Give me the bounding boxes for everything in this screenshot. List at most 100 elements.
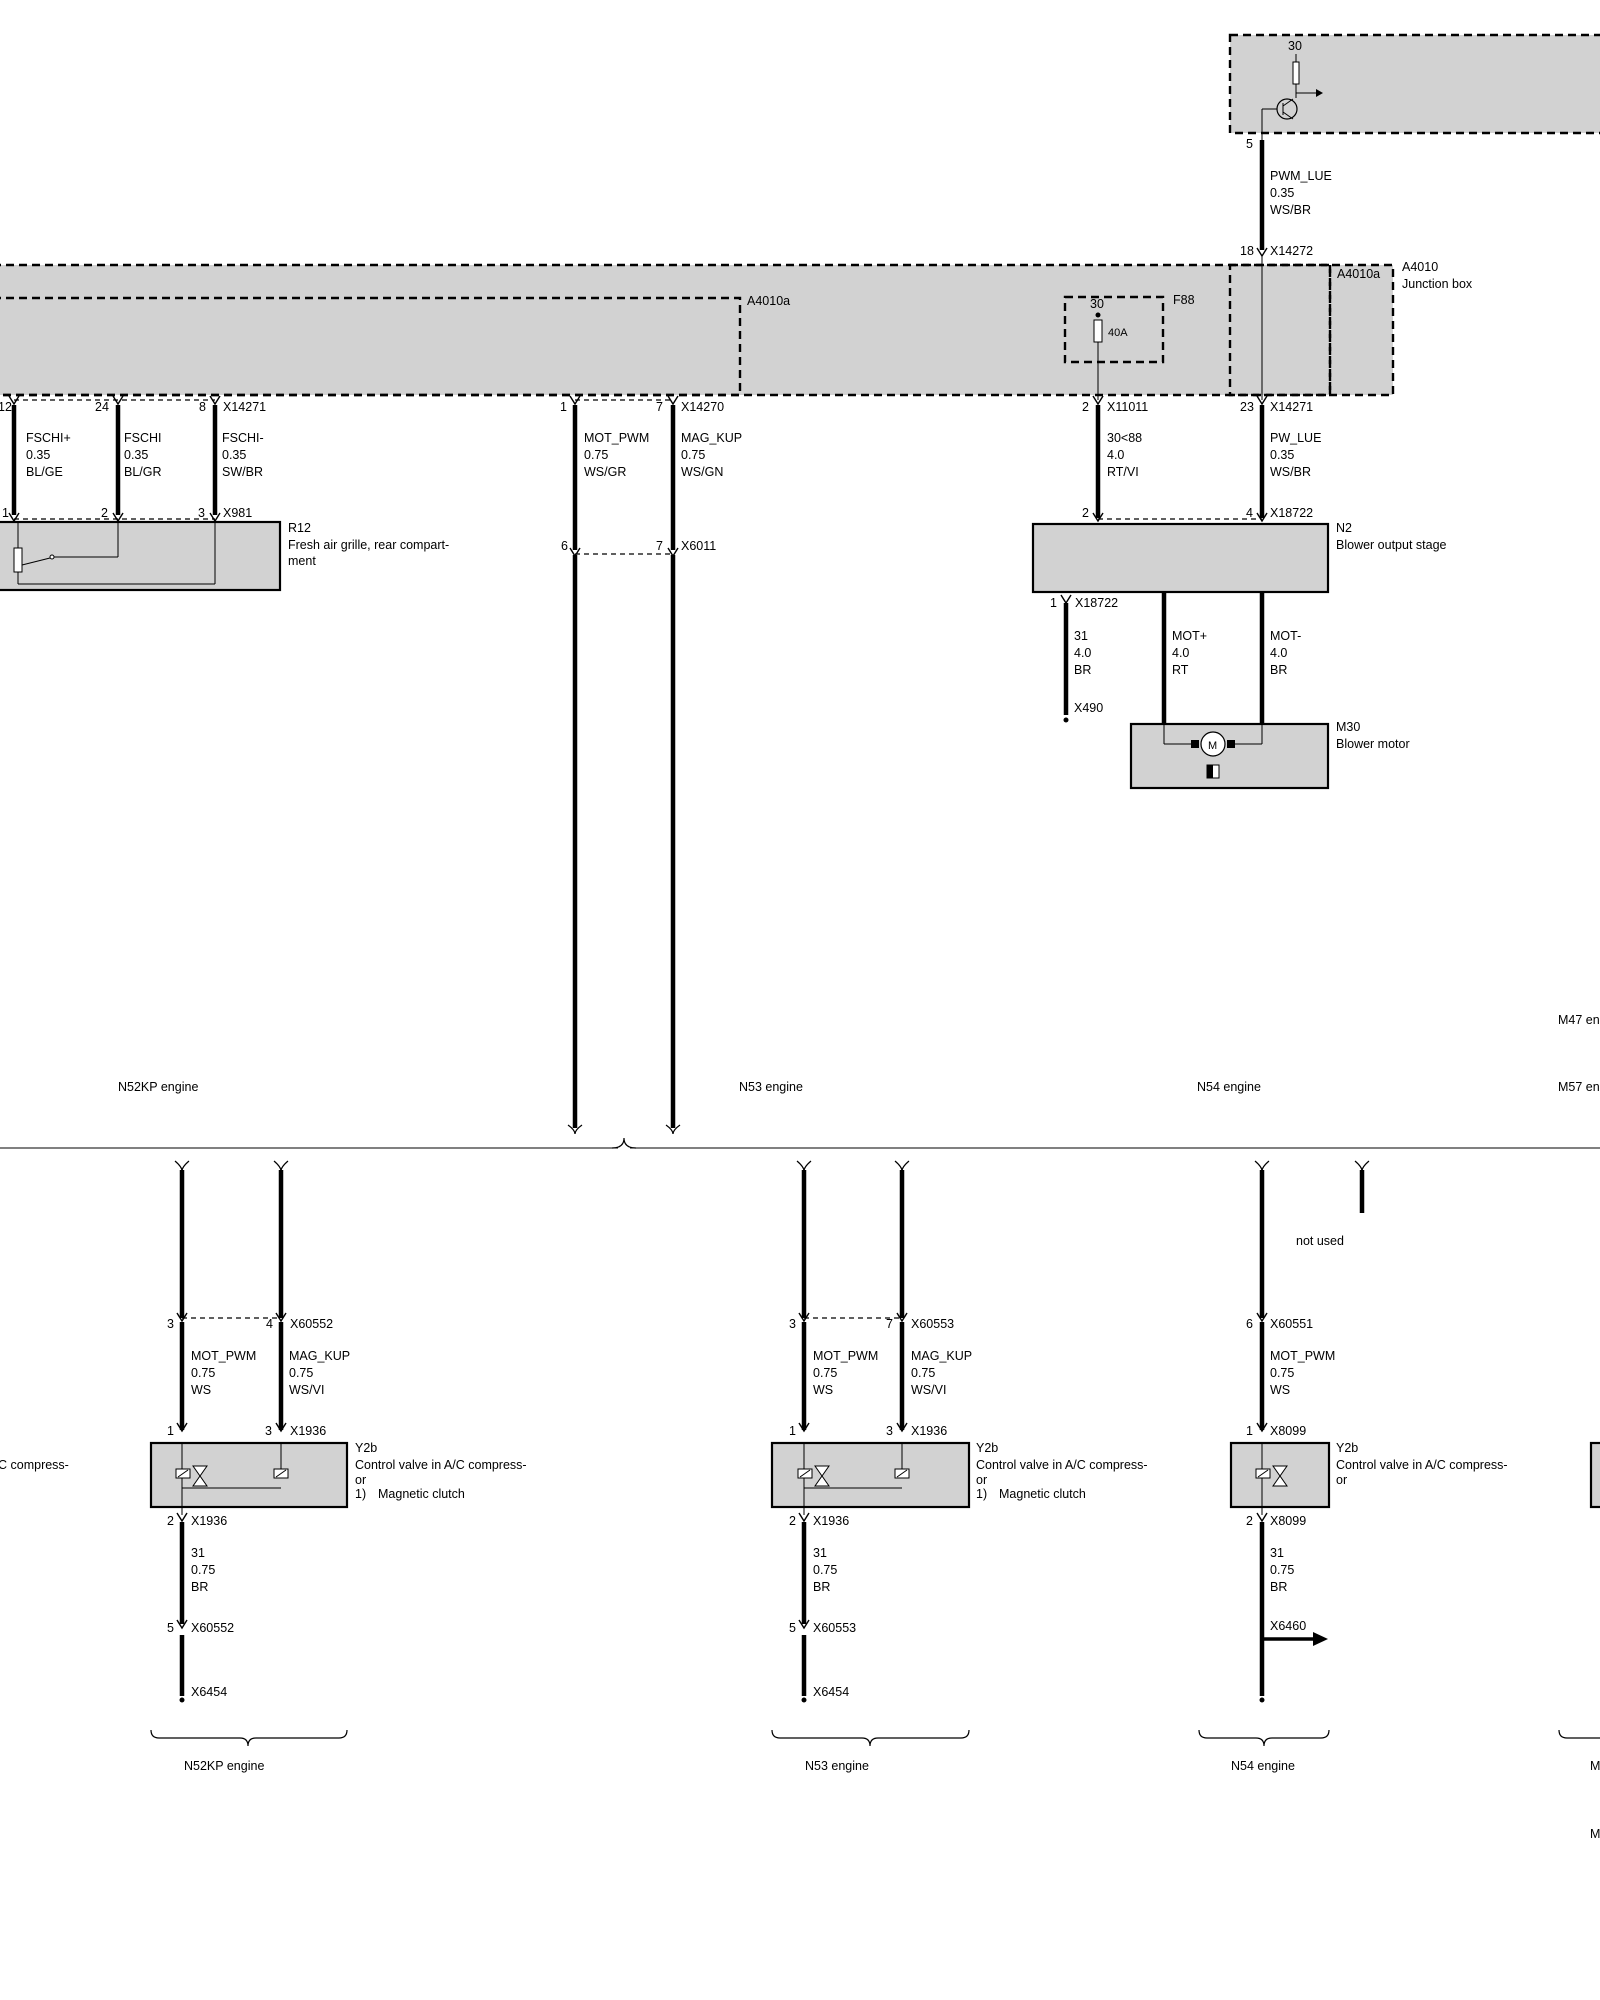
wire-pwm-lue-size: 0.35 [1270,186,1294,200]
junction-box-a4010: A4010a A4010a A4010 Junction box F88 30 … [0,256,1473,400]
connector-x11011: X11011 [1107,400,1148,414]
n52kp-ground-color: BR [191,1580,208,1594]
n53-ground-color: BR [813,1580,830,1594]
y2b-name-n54-line1: Control valve in A/C compress- [1336,1458,1508,1472]
wire-mot-plus-signal: MOT+ [1172,629,1207,643]
n54-mot-pwm-color: WS [1270,1383,1290,1397]
x60552-pin-3: 3 [167,1317,174,1331]
potentiometer-icon [13,547,23,573]
x11011-pin-2: 2 [1082,400,1089,414]
x1936-pin-3-n53: 3 [886,1424,893,1438]
x18722-pin-2: 2 [1082,506,1089,520]
n52kp-ground-size: 0.75 [191,1563,215,1577]
wire-fschi-minus-signal: FSCHI- [222,431,264,445]
connector-x60551: X60551 [1270,1317,1313,1331]
n54-ground-size: 0.75 [1270,1563,1294,1577]
wire-31-size: 4.0 [1074,646,1091,660]
n52kp-mag-kup-size: 0.75 [289,1366,313,1380]
y2b-id-n52kp: Y2b [355,1441,377,1455]
connector-x981: X981 [223,506,252,520]
junction-box-name: Junction box [1402,277,1473,291]
x60551-pin-6: 6 [1246,1317,1253,1331]
n53-mot-pwm-color: WS [813,1383,833,1397]
engine-variants-top: N52KP engine N53 engine N54 engine M47 e… [0,1013,1600,1149]
y2b-note-num-n52kp: 1) [355,1487,366,1501]
y2b-name-n52kp-line1: Control valve in A/C compress- [355,1458,527,1472]
r12-fresh-air-grille: R12 Fresh air grille, rear compart- ment [0,520,449,592]
n53-ground-signal: 31 [813,1546,827,1560]
connector-x8099-ground: X8099 [1270,1514,1306,1528]
ground-point-x490: X490 [1074,701,1103,715]
blower-feed: 2 X11011 30<88 4.0 RT/VI 2 [1082,395,1148,523]
wire-mot-minus-signal: MOT- [1270,629,1301,643]
n52kp-mag-kup-signal: MAG_KUP [289,1349,350,1363]
top-module-pin-5: 5 [1246,137,1253,151]
connector-x14271-left: X14271 [223,400,266,414]
wire-fschi-signal: FSCHI [124,431,162,445]
n52kp-mot-pwm-size: 0.75 [191,1366,215,1380]
connector-x18722-bottom: X18722 [1075,596,1118,610]
n2-name: Blower output stage [1336,538,1447,552]
variant-m47-top: M47 en [1558,1013,1600,1027]
x8099-pin-1: 1 [1246,1424,1253,1438]
junction-box-sub-right: A4010a [1337,267,1380,281]
fuse-icon [1093,319,1103,343]
x1936-pin-1-n53: 1 [789,1424,796,1438]
pin-8: 8 [199,400,206,414]
lower-n54: not used 6 X60551 MOT_PWM 0.75 WS 1 X809… [1198,1160,1508,1773]
junction-box-sub-left: A4010a [747,294,790,308]
n2-outputs: 1 X18722 31 4.0 BR X490 MOT+ 4.0 RT MOT-… [1050,592,1301,725]
wire-30-88-size: 4.0 [1107,448,1124,462]
n52kp-ground-signal: 31 [191,1546,205,1560]
connector-x1936-n53: X1936 [911,1424,947,1438]
wire-pwm-lue-signal: PWM_LUE [1270,169,1332,183]
n52kp-mag-kup-color: WS/VI [289,1383,324,1397]
n54-mot-pwm-size: 0.75 [1270,1366,1294,1380]
x14270-pin-1: 1 [560,400,567,414]
x1936-pin-2-n52kp: 2 [167,1514,174,1528]
wire-fschi-plus-size: 0.35 [26,448,50,462]
wire-pw-lue-signal: PW_LUE [1270,431,1321,445]
right-partial-label-1: M [1590,1759,1600,1773]
center-mot-pwm-signal: MOT_PWM [584,431,649,445]
connector-x60553: X60553 [911,1317,954,1331]
x18722-pin-1: 1 [1050,596,1057,610]
variant-n54-top: N54 engine [1197,1080,1261,1094]
n2-id: N2 [1336,521,1352,535]
connector-x1936-n52kp: X1936 [290,1424,326,1438]
y2b-note-n53: Magnetic clutch [999,1487,1086,1501]
y2b-note-num-n53: 1) [976,1487,987,1501]
wire-fschi-color: BL/GR [124,465,162,479]
variant-n54-bottom: N54 engine [1231,1759,1295,1773]
junction-box-id: A4010 [1402,260,1438,274]
valve-icon [192,1465,208,1477]
connector-x14272: X14272 [1270,244,1313,258]
continuation-x6460: X6460 [1270,1619,1306,1633]
fuse-f88-id: F88 [1173,293,1195,307]
y2b-note-n52kp: Magnetic clutch [378,1487,465,1501]
fuse-terminal-30: 30 [1090,297,1104,311]
n52kp-mot-pwm-color: WS [191,1383,211,1397]
x60552-pin-5: 5 [167,1621,174,1635]
x1936-pin-2-n53: 2 [789,1514,796,1528]
splice-x60552: X60552 [191,1621,234,1635]
valve-icon [814,1465,830,1477]
splice-x60553: X60553 [813,1621,856,1635]
connector-x18722-top: X18722 [1270,506,1313,520]
not-used-label: not used [1296,1234,1344,1248]
n53-mag-kup-color: WS/VI [911,1383,946,1397]
connector-x14270: X14270 [681,400,724,414]
wire-fschi-plus-color: BL/GE [26,465,63,479]
pin-12: 12 [0,400,12,414]
ground-point-x6454-n53: X6454 [813,1685,849,1699]
m30-name: Blower motor [1336,737,1410,751]
x60553-pin-3: 3 [789,1317,796,1331]
connector-x8099: X8099 [1270,1424,1306,1438]
ground-point-x6454-n52kp: X6454 [191,1685,227,1699]
x1936-pin-1-n52kp: 1 [167,1424,174,1438]
connector-x60552: X60552 [290,1317,333,1331]
continuation-arrow-icon [1313,1632,1328,1646]
y2b-name-n52kp-line2: or [355,1473,366,1487]
